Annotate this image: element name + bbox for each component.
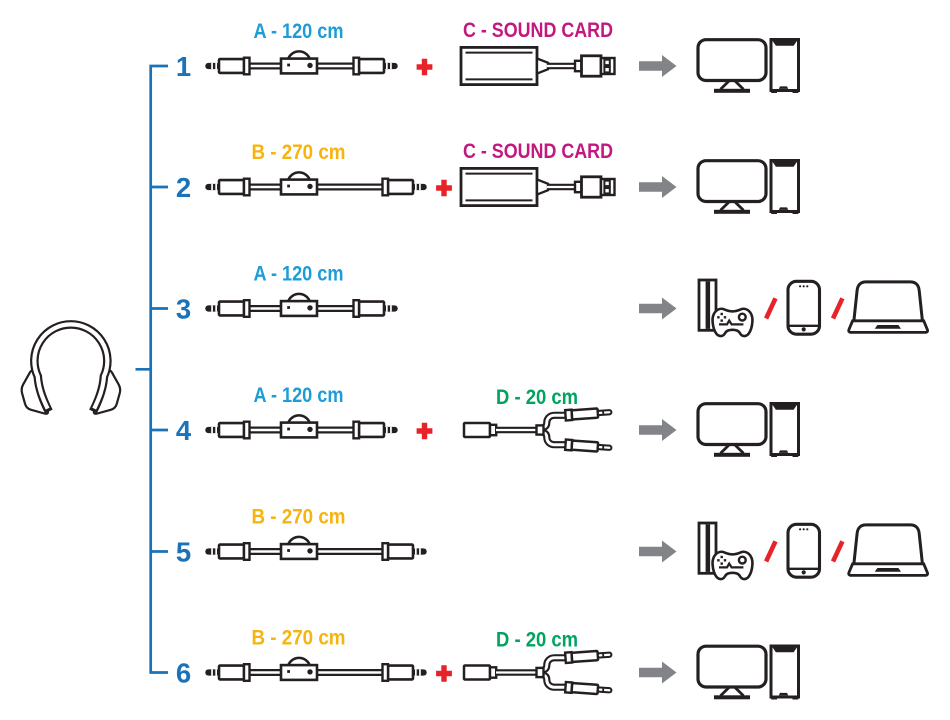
headphones-icon xyxy=(20,320,122,415)
addon-label: D - 20 cm xyxy=(496,629,578,652)
audio-cable-icon xyxy=(205,172,426,195)
usb-sound-card-icon xyxy=(461,47,615,84)
arrow-right-icon xyxy=(639,419,677,441)
device-trio xyxy=(699,523,928,579)
desktop-computer-icon xyxy=(696,644,801,702)
bracket xyxy=(135,64,168,674)
option-row-1: 1 A - 120 cm C - SOUND CARD xyxy=(176,19,801,95)
arrow-right-icon xyxy=(639,661,677,684)
cable-label: A - 120 cm xyxy=(254,20,344,43)
arrow-right-icon xyxy=(639,540,677,563)
audio-cable-icon xyxy=(205,51,397,74)
plus-icon xyxy=(416,58,433,76)
cable-label: A - 120 cm xyxy=(254,263,344,286)
splitter-cable-icon xyxy=(464,649,612,695)
cable-label: A - 120 cm xyxy=(254,384,344,407)
option-row-6: 6 B - 270 cm D - 20 cm xyxy=(176,627,801,702)
arrow-right-icon xyxy=(639,297,677,320)
desktop-computer-icon xyxy=(696,37,801,95)
cable-label: B - 270 cm xyxy=(252,506,346,529)
plus-icon xyxy=(416,422,433,440)
addon-label: C - SOUND CARD xyxy=(463,19,613,42)
arrow-right-icon xyxy=(639,176,677,198)
audio-cable-icon xyxy=(205,415,397,438)
option-row-4: 4 A - 120 cm D - 20 cm xyxy=(176,384,801,459)
audio-cable-icon xyxy=(205,537,426,560)
device-trio xyxy=(699,280,928,336)
desktop-computer-icon xyxy=(696,401,801,459)
cable-label: B - 270 cm xyxy=(252,141,346,164)
option-row-5: 5 B - 270 cm xyxy=(176,506,928,580)
row-number: 2 xyxy=(176,172,191,203)
addon-label: C - SOUND CARD xyxy=(463,140,613,163)
cable-label: B - 270 cm xyxy=(252,627,346,650)
addon-label: D - 20 cm xyxy=(496,386,578,409)
plus-icon xyxy=(436,179,452,197)
row-number: 4 xyxy=(176,415,192,446)
arrow-right-icon xyxy=(639,55,677,77)
row-number: 5 xyxy=(176,536,191,567)
plus-icon xyxy=(436,665,452,682)
option-row-2: 2 B - 270 cm C - SOUND CARD xyxy=(176,140,801,216)
usb-sound-card-icon xyxy=(461,168,615,205)
audio-cable-icon xyxy=(205,658,426,681)
row-number: 6 xyxy=(176,657,191,688)
row-number: 3 xyxy=(176,293,191,324)
splitter-cable-icon xyxy=(464,407,612,453)
option-row-3: 3 A - 120 cm xyxy=(176,263,928,337)
row-number: 1 xyxy=(176,51,191,82)
desktop-computer-icon xyxy=(696,158,801,216)
audio-cable-icon xyxy=(205,294,397,317)
